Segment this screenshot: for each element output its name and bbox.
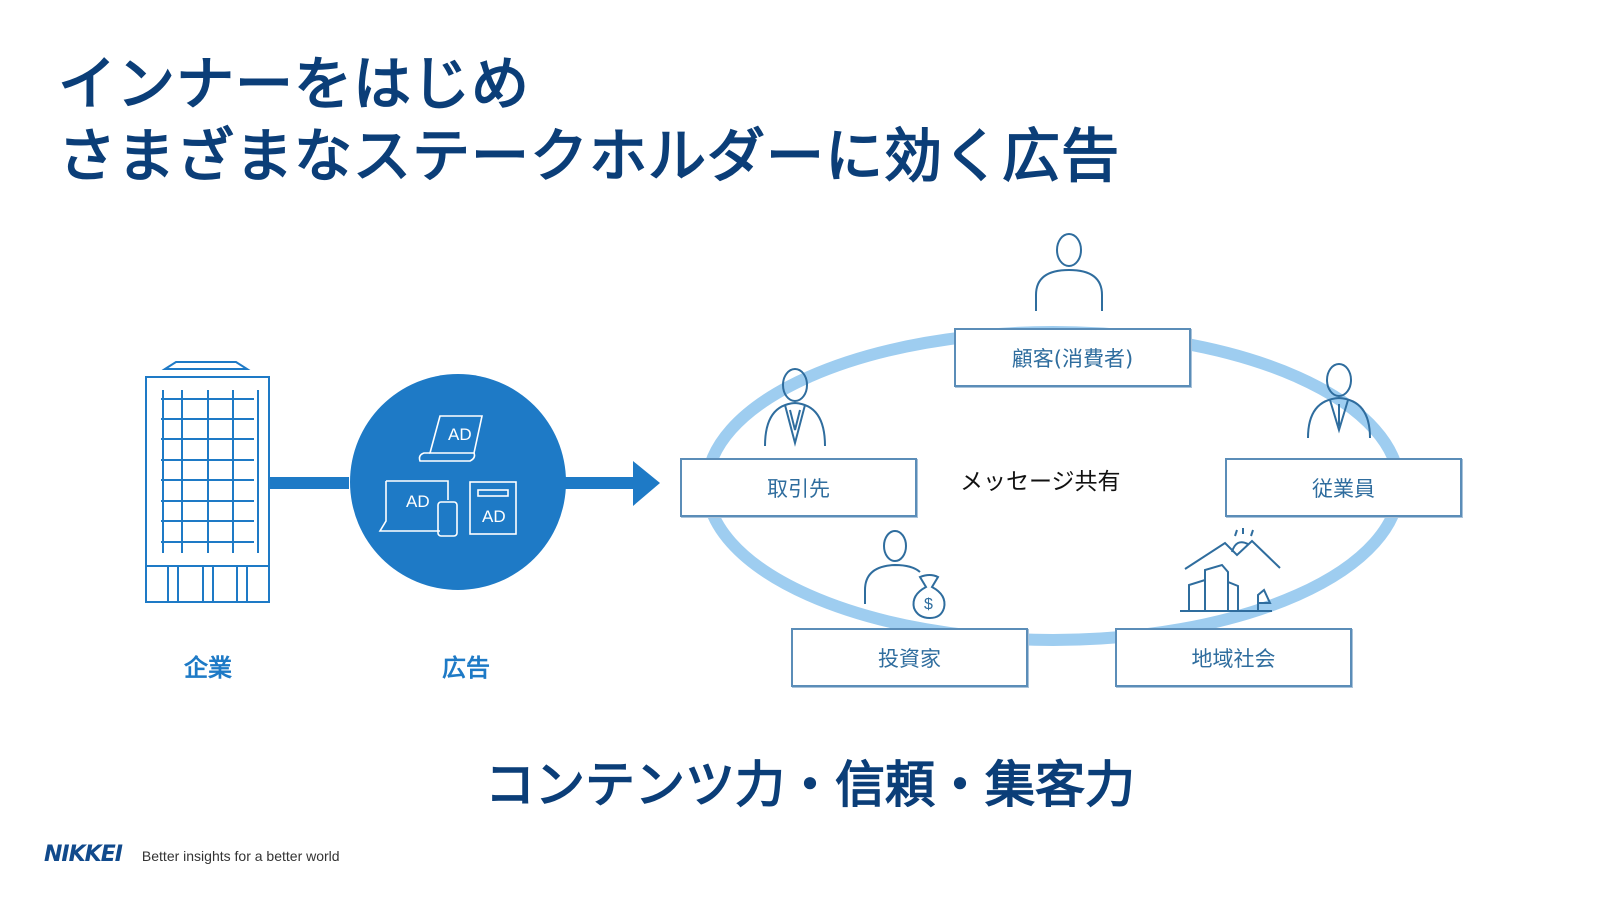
title-line-2: さまざまなステークホルダーに効く広告 <box>58 122 1121 190</box>
stakeholder-business-partner-label: 取引先 <box>767 476 830 501</box>
employee-icon <box>1307 363 1371 439</box>
ad-text-laptop: AD <box>406 492 430 511</box>
stakeholder-community-label: 地域社会 <box>1191 646 1276 671</box>
arrow-head <box>633 461 660 506</box>
center-message: メッセージ共有 <box>960 469 1121 495</box>
page-title: インナーをはじめ さまざまなステークホルダーに効く広告 <box>58 48 1120 192</box>
stakeholder-employee: 従業員 <box>1225 458 1462 517</box>
footer: NIKKEI Better insights for a better worl… <box>44 842 340 867</box>
title-line-1: インナーをはじめ <box>58 50 531 118</box>
ad-text-print: AD <box>448 425 472 444</box>
ad-media-icons <box>378 415 517 537</box>
businessman-icon <box>764 368 826 447</box>
ad-circle <box>350 374 566 590</box>
company-label: 企業 <box>184 654 232 682</box>
stakeholder-investor-label: 投資家 <box>878 646 941 671</box>
ad-text-magazine: AD <box>482 507 506 526</box>
ad-label: 広告 <box>442 654 490 682</box>
nikkei-logo: NIKKEI <box>44 842 123 867</box>
investor-money-bag-icon: $ <box>864 530 946 620</box>
stakeholder-investor: 投資家 <box>791 628 1028 687</box>
community-city-icon <box>1180 528 1281 612</box>
person-icon <box>1035 233 1103 311</box>
connector-line <box>269 477 349 489</box>
arrow-shaft <box>560 477 635 489</box>
stakeholder-community: 地域社会 <box>1115 628 1352 687</box>
building-icon <box>145 361 270 603</box>
stakeholder-employee-label: 従業員 <box>1312 476 1375 501</box>
footer-slogan: Better insights for a better world <box>141 848 340 864</box>
svg-text:$: $ <box>924 596 933 613</box>
tagline: コンテンツ力・信頼・集客力 <box>485 756 1135 814</box>
stakeholder-business-partner: 取引先 <box>680 458 917 517</box>
stakeholder-customer: 顧客(消費者) <box>954 328 1191 387</box>
stakeholder-customer-label: 顧客(消費者) <box>1011 346 1134 371</box>
